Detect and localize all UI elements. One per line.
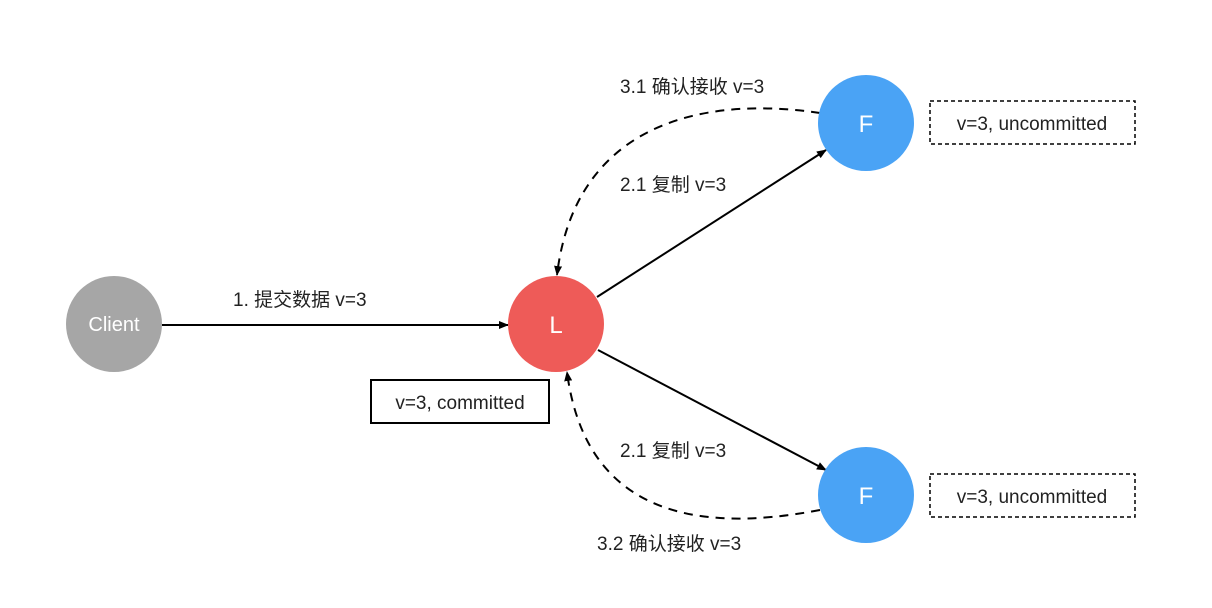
follower-bottom-node-label: F [859,483,874,510]
follower-bottom-status-text: v=3, uncommitted [957,487,1108,508]
replicate-bottom-label: 2.1 复制 v=3 [620,440,726,462]
submit-label: 1. 提交数据 v=3 [233,289,367,311]
ack-bottom-label: 3.2 确认接收 v=3 [597,533,741,555]
follower-top-status-text: v=3, uncommitted [957,114,1108,135]
replicate-bottom-arrow [597,349,827,471]
follower-bottom-node: F [818,447,914,543]
ack-top-arrow [554,107,821,276]
ack-top-label: 3.1 确认接收 v=3 [620,76,764,98]
follower-top-status-box: v=3, uncommitted [929,100,1136,145]
leader-node-label: L [549,312,562,339]
ack-bottom-arrow [564,371,821,520]
replicate-top-label: 2.1 复制 v=3 [620,174,726,196]
replicate-top-arrow [596,149,827,298]
client-node: Client [66,276,162,372]
follower-top-node: F [818,75,914,171]
leader-node: L [508,276,604,372]
leader-status-text: v=3, committed [395,393,524,414]
leader-status-box: v=3, committed [370,379,550,424]
client-node-label: Client [88,314,140,336]
follower-top-node-label: F [859,111,874,138]
follower-bottom-status-box: v=3, uncommitted [929,473,1136,518]
